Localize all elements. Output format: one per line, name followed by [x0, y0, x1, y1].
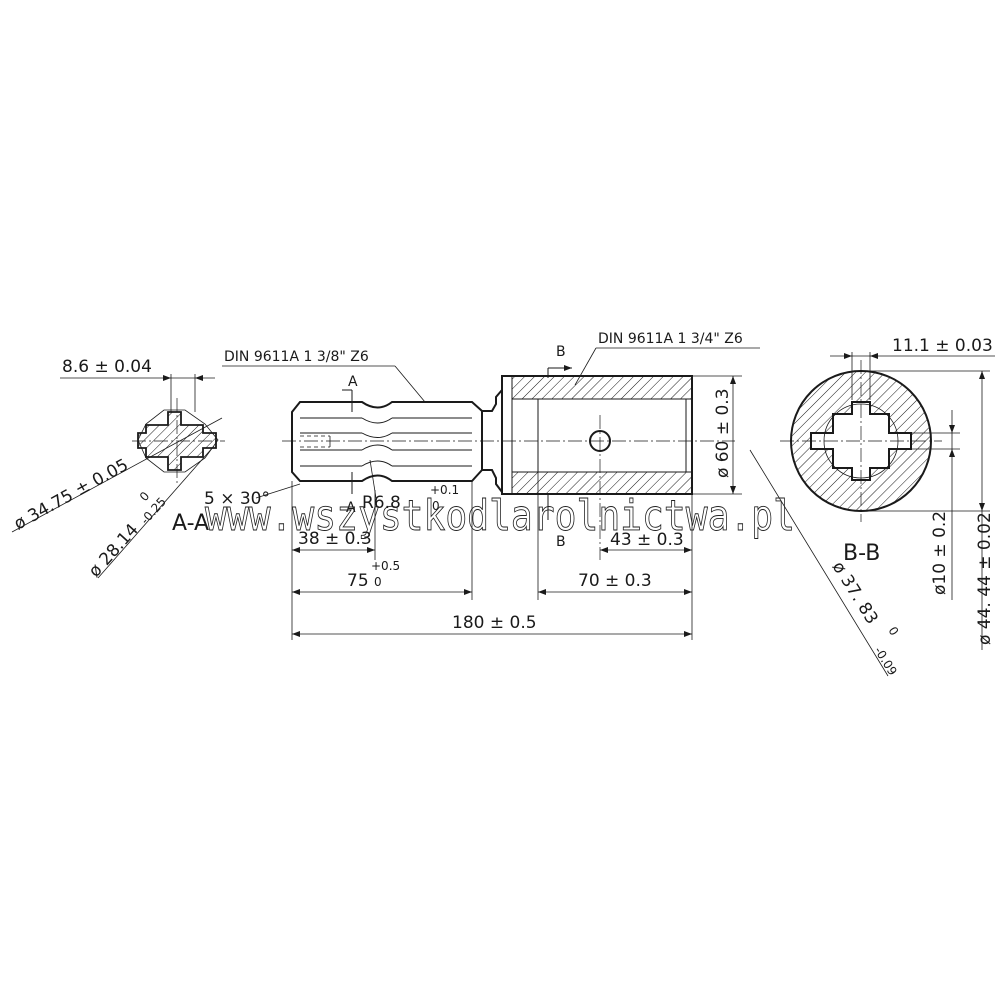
hole-diameter-dimension: ø10 ± 0.2	[930, 511, 950, 595]
length-75-tol-up: +0.5	[371, 559, 400, 573]
outer-diameter-a-dimension: ø 34.75 ± 0.05	[11, 455, 132, 534]
inner-diameter-b-dimension: ø 37. 83	[828, 558, 882, 628]
chamfer-dimension: 5 × 30°	[204, 489, 270, 509]
diameter-60-dimension: ø 60 ± 0.3	[713, 388, 733, 478]
length-70-dimension: 70 ± 0.3	[578, 571, 652, 591]
radius-tol-up: +0.1	[430, 483, 459, 497]
section-b-bottom-marker: B	[556, 534, 566, 550]
watermark-text: www.wszystkodlarolnictwa.pl	[205, 491, 795, 540]
key-width-a-dimension: 8.6 ± 0.04	[62, 357, 152, 377]
rear-spline-spec: DIN 9611A 1 3/4" Z6	[598, 331, 743, 347]
length-38-dimension: 38 ± 0.3	[298, 529, 372, 549]
view-b-b-label: B-B	[843, 541, 880, 566]
section-a-bottom-marker: A	[346, 500, 356, 516]
section-b-top-marker: B	[556, 344, 566, 360]
length-180-dimension: 180 ± 0.5	[452, 613, 537, 633]
front-spline-spec: DIN 9611A 1 3/8" Z6	[224, 349, 369, 365]
inner-diameter-b-tol-down: -0.09	[871, 644, 899, 678]
inner-diameter-a-tol-up: 0	[137, 489, 153, 504]
hub-outline	[501, 375, 693, 495]
view-a-a-label: A-A	[172, 511, 209, 536]
side-view: A A B B DIN 9611A 1 3/8" Z6 DIN 9611A 1 …	[204, 331, 760, 640]
inner-diameter-b-tol-up: 0	[885, 624, 901, 638]
section-a-a-view: 8.6 ± 0.04 ø 34.75 ± 0.05 ø 28.14 0 -0.2…	[11, 357, 225, 581]
section-a-top-marker: A	[348, 374, 358, 390]
key-width-b-dimension: 11.1 ± 0.03	[892, 336, 993, 356]
length-75-dimension: 75	[347, 571, 369, 591]
length-43-dimension: 43 ± 0.3	[610, 530, 684, 550]
outer-diameter-b-dimension: ø 44. 44 ± 0.02	[975, 512, 995, 645]
radius-dimension: R6.8	[362, 493, 401, 513]
section-a-outline	[137, 409, 219, 473]
inner-diameter-a-dimension: ø 28.14	[85, 520, 143, 581]
length-75-tol-down: 0	[374, 575, 382, 589]
splined-shaft-outline	[291, 401, 483, 482]
radius-tol-down: 0	[432, 499, 440, 513]
